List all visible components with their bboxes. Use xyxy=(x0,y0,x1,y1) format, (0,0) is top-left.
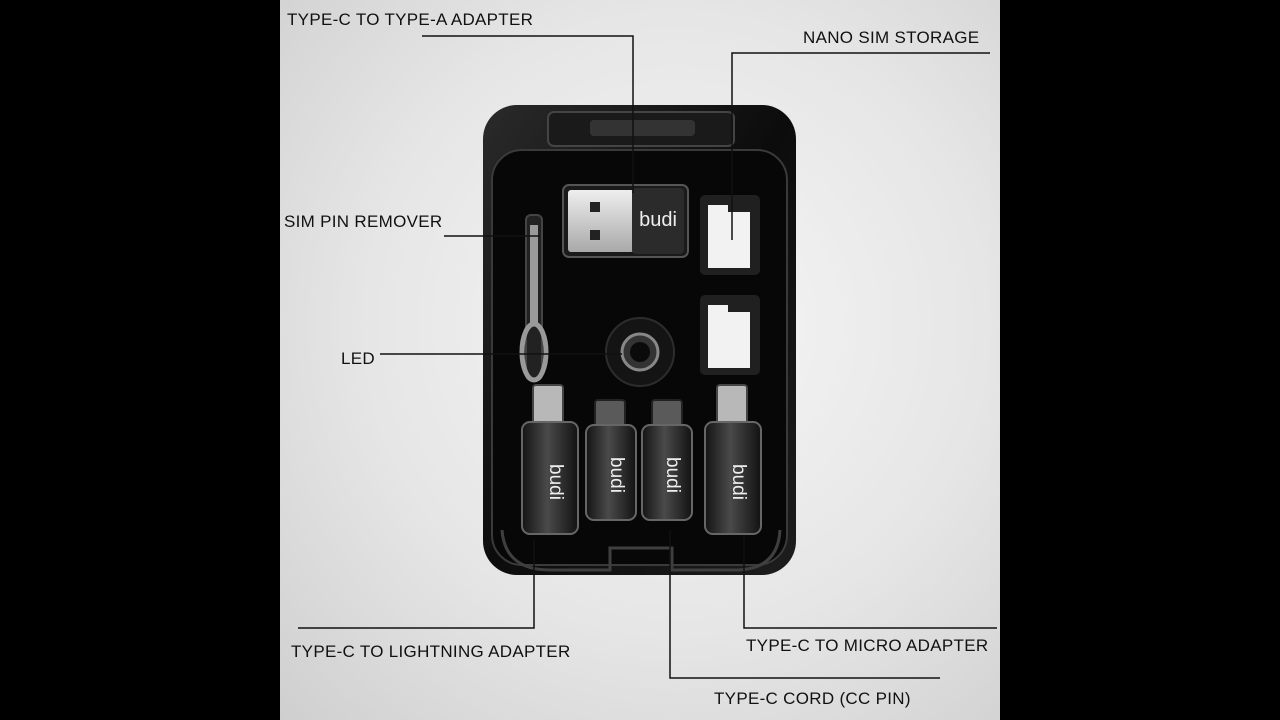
svg-text:budi: budi xyxy=(662,457,683,493)
callout-line-cord xyxy=(669,530,940,679)
led-light xyxy=(605,317,675,387)
sim-pin xyxy=(519,214,549,383)
svg-text:budi: budi xyxy=(606,457,627,493)
label-led: LED xyxy=(341,349,375,368)
callout-line-lightning xyxy=(298,540,535,629)
lightning-adapter: budi xyxy=(521,421,579,535)
typec-cord-adapter-right: budi xyxy=(641,424,693,521)
product-diagram: budi budi xyxy=(280,0,1000,720)
usb-brand-logo: budi xyxy=(639,209,677,231)
label-typec-to-micro: TYPE-C TO MICRO ADAPTER xyxy=(746,636,989,655)
usb-a-adapter: budi xyxy=(562,184,689,258)
typec-cord-adapter-left: budi xyxy=(585,424,637,521)
label-typec-to-lightning: TYPE-C TO LIGHTNING ADAPTER xyxy=(291,642,571,661)
micro-connector-tip xyxy=(716,384,748,426)
label-typec-cord: TYPE-C CORD (CC PIN) xyxy=(714,689,911,708)
label-nano-sim-storage: NANO SIM STORAGE xyxy=(803,28,980,47)
adapter-case-illustration: budi budi xyxy=(298,35,997,679)
callout-lines xyxy=(298,35,997,679)
micro-adapter: budi xyxy=(704,421,762,535)
label-sim-pin-remover: SIM PIN REMOVER xyxy=(284,212,443,231)
svg-text:budi: budi xyxy=(728,464,749,500)
lightning-connector-tip xyxy=(532,384,564,426)
callout-line-typec-to-typea xyxy=(422,35,634,193)
svg-text:budi: budi xyxy=(545,464,566,500)
nano-sim-tray xyxy=(700,195,760,375)
label-typec-to-typea: TYPE-C TO TYPE-A ADAPTER xyxy=(287,10,534,29)
callout-line-micro xyxy=(743,535,997,629)
callout-line-nano-sim xyxy=(731,52,990,240)
